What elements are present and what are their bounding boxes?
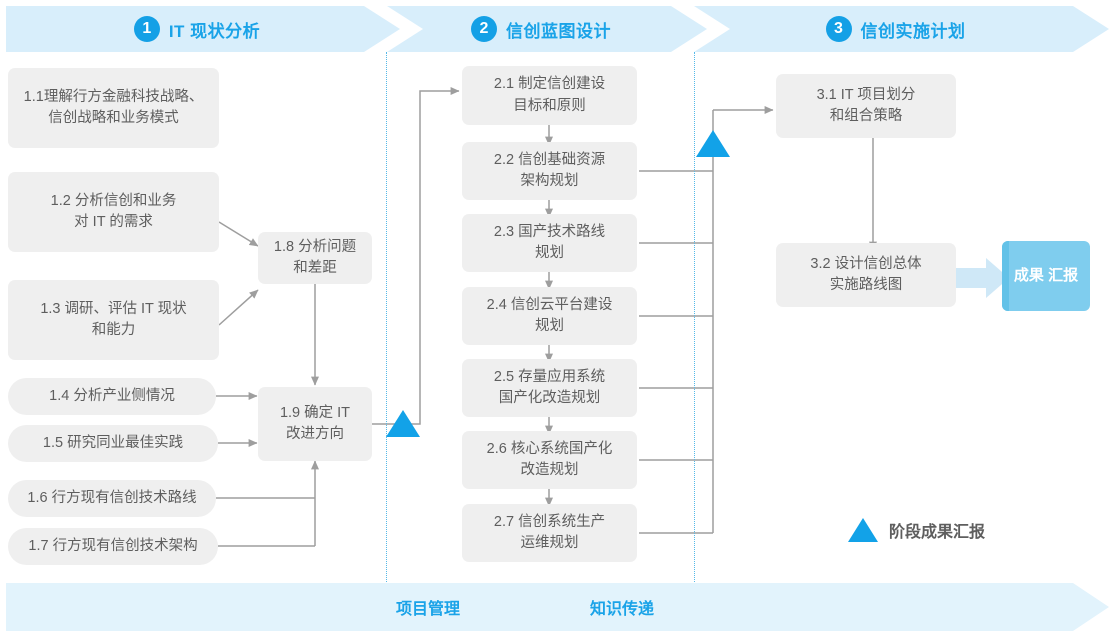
task-line: 和能力 (91, 322, 136, 338)
task-line: 1.9 确定 IT (279, 404, 351, 421)
bottom-band-label-project-management: 项目管理 (396, 601, 461, 618)
bottom-band-label-knowledge-transfer: 知识传递 (590, 601, 655, 618)
task-line: 2.3 国产技术路线 (493, 223, 606, 240)
task-line: 和差距 (293, 260, 337, 276)
task-line: 1.5 研究同业最佳实践 (42, 434, 184, 451)
task-box-1-4[interactable]: 1.4 分析产业侧情况 (8, 378, 216, 415)
phase-title-2: 信创蓝图设计 (506, 21, 611, 41)
task-line: 3.1 IT 项目划分 (816, 86, 916, 103)
task-box-1-9[interactable]: 1.9 确定 IT 改进方向 (258, 387, 372, 461)
task-box-1-3[interactable]: 1.3 调研、评估 IT 现状 和能力 (8, 280, 219, 360)
phase-number-1: 1 (133, 16, 160, 42)
task-line: 1.6 行方现有信创技术路线 (27, 489, 197, 506)
task-box-1-7[interactable]: 1.7 行方现有信创技术架构 (8, 528, 218, 565)
phase-divider-2-3 (694, 52, 695, 586)
task-line: 3.2 设计信创总体 (810, 255, 922, 272)
milestone-triangle-phase1 (386, 410, 420, 437)
task-line: 信创战略和业务模式 (48, 110, 179, 126)
task-line: 实施路线图 (829, 277, 903, 293)
task-line: 架构规划 (520, 173, 579, 189)
task-line: 改造规划 (520, 462, 579, 478)
task-box-3-1[interactable]: 3.1 IT 项目划分 和组合策略 (776, 74, 956, 138)
task-line: 1.7 行方现有信创技术架构 (28, 537, 198, 554)
task-line: 2.4 信创云平台建设 (486, 296, 613, 313)
task-box-2-1[interactable]: 2.1 制定信创建设 目标和原则 (462, 66, 637, 125)
milestone-triangle-phase2 (696, 130, 730, 157)
legend-label: 阶段成果汇报 (889, 524, 986, 541)
task-line: 2.6 核心系统国产化 (486, 440, 613, 457)
phase-number-3: 3 (825, 16, 852, 42)
task-line: 运维规划 (520, 535, 579, 551)
task-line: 1.4 分析产业侧情况 (49, 387, 175, 404)
task-line: 2.7 信创系统生产 (493, 513, 606, 530)
task-line: 1.1理解行方金融科技战略、 (23, 88, 204, 105)
bottom-band (6, 583, 1109, 631)
task-box-2-2[interactable]: 2.2 信创基础资源 架构规划 (462, 142, 637, 200)
phase-header-1[interactable]: 1 IT 现状分析 (6, 6, 400, 52)
result-badge-line: 汇报 (1048, 266, 1079, 284)
task-box-2-4[interactable]: 2.4 信创云平台建设 规划 (462, 287, 637, 345)
task-box-1-2[interactable]: 1.2 分析信创和业务 对 IT 的需求 (8, 172, 219, 252)
task-line: 2.5 存量应用系统 (493, 368, 606, 385)
phase-header-3[interactable]: 3 信创实施计划 (694, 6, 1109, 52)
triangle-icon (848, 518, 878, 542)
task-line: 1.2 分析信创和业务 (50, 192, 177, 209)
task-line: 1.3 调研、评估 IT 现状 (40, 300, 187, 317)
task-box-2-6[interactable]: 2.6 核心系统国产化 改造规划 (462, 431, 637, 489)
task-box-1-5[interactable]: 1.5 研究同业最佳实践 (8, 425, 218, 462)
phase-header-2[interactable]: 2 信创蓝图设计 (387, 6, 707, 52)
task-line: 规划 (535, 245, 564, 261)
task-box-3-2[interactable]: 3.2 设计信创总体 实施路线图 (776, 243, 956, 307)
task-line: 2.1 制定信创建设 (493, 76, 606, 93)
legend: 阶段成果汇报 (848, 518, 985, 542)
task-line: 目标和原则 (513, 97, 586, 114)
task-line: 1.8 分析问题 (273, 238, 357, 255)
result-badge-line: 成果 (1013, 266, 1044, 284)
task-line: 2.2 信创基础资源 (493, 151, 606, 168)
phase-number-2: 2 (471, 16, 497, 42)
task-box-2-5[interactable]: 2.5 存量应用系统 国产化改造规划 (462, 359, 637, 417)
task-line: 和组合策略 (829, 108, 903, 124)
task-box-2-7[interactable]: 2.7 信创系统生产 运维规划 (462, 504, 637, 562)
task-line: 对 IT 的需求 (74, 214, 153, 230)
task-line: 改进方向 (285, 426, 344, 442)
task-line: 国产化改造规划 (498, 390, 601, 406)
task-box-1-6[interactable]: 1.6 行方现有信创技术路线 (8, 480, 216, 517)
task-box-2-3[interactable]: 2.3 国产技术路线 规划 (462, 214, 637, 272)
result-arrow-icon (953, 258, 1009, 298)
task-line: 规划 (535, 318, 564, 334)
result-badge[interactable]: 成果 汇报 (1002, 241, 1090, 311)
phase-title-1: IT 现状分析 (168, 21, 261, 41)
phase-divider-1-2 (386, 52, 387, 586)
task-box-1-8[interactable]: 1.8 分析问题 和差距 (258, 232, 372, 284)
task-box-1-1[interactable]: 1.1理解行方金融科技战略、 信创战略和业务模式 (8, 68, 219, 148)
phase-title-3: 信创实施计划 (860, 21, 966, 41)
